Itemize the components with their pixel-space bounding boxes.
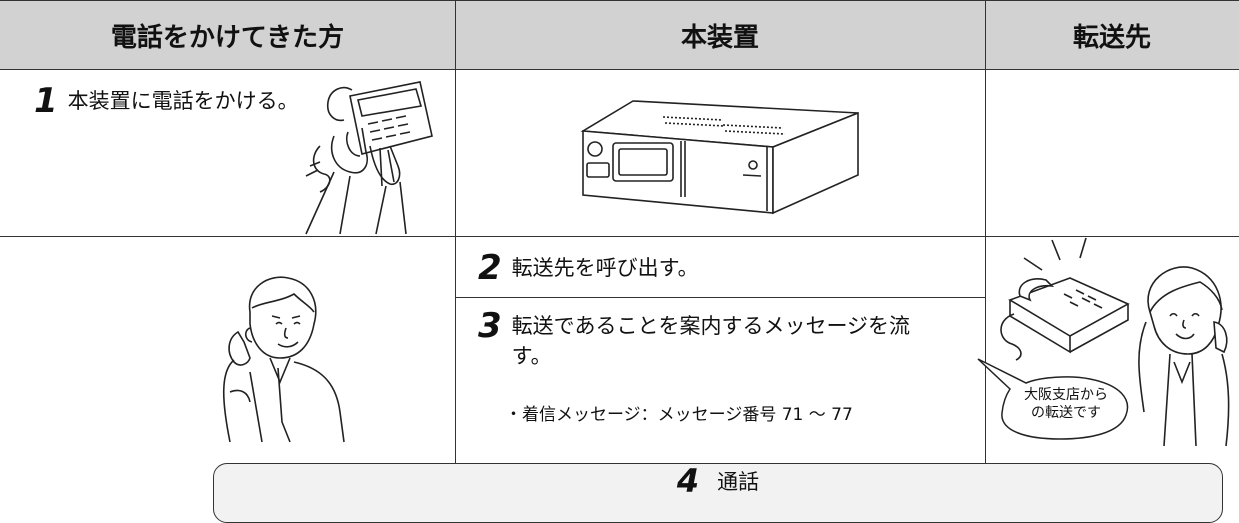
row-divider-1 [0,236,1239,237]
dialing-phone-illustration [305,81,433,235]
step-3-number: 3 [478,306,502,346]
step-3: 3 転送であることを案内するメッセージを流 す。 [478,306,911,371]
flow-table: 電話をかけてきた方 本装置 転送先 [0,0,1239,463]
bubble-line-1: 大阪支店から [1024,387,1108,403]
step-3-text-line2: す。 [511,344,552,368]
header-device: 本装置 [455,0,985,70]
step-4-number: 4 [676,462,700,500]
step-4-talk-box: 4 通話 [213,463,1223,523]
step-2-text: 転送先を呼び出す。 [511,256,699,280]
speech-bubble [977,358,1129,440]
header-caller: 電話をかけてきた方 [0,0,455,70]
step-4-text: 通話 [717,470,760,494]
speech-bubble-text: 大阪支店から の転送です [1010,386,1122,422]
voice-device-illustration [580,100,859,215]
row-divider-2 [455,297,985,298]
header-forward: 転送先 [985,0,1239,70]
step-2-number: 2 [478,248,502,288]
step-1-number: 1 [34,81,58,121]
forward-phone-illustration [1000,237,1130,361]
step-3-text-line1: 転送であることを案内するメッセージを流 [511,314,911,338]
message-note: ・着信メッセージ：メッセージ番号 71 ～ 77 [505,405,853,425]
col-divider-1 [455,0,456,463]
col-divider-2 [985,0,986,463]
step-1-text: 本装置に電話をかける。 [67,89,299,113]
bubble-line-2: の転送です [1031,405,1101,421]
caller-man-illustration [222,276,345,443]
step-1: 1 本装置に電話をかける。 [34,81,299,121]
forward-woman-illustration [1138,266,1230,447]
step-2: 2 転送先を呼び出す。 [478,248,699,288]
